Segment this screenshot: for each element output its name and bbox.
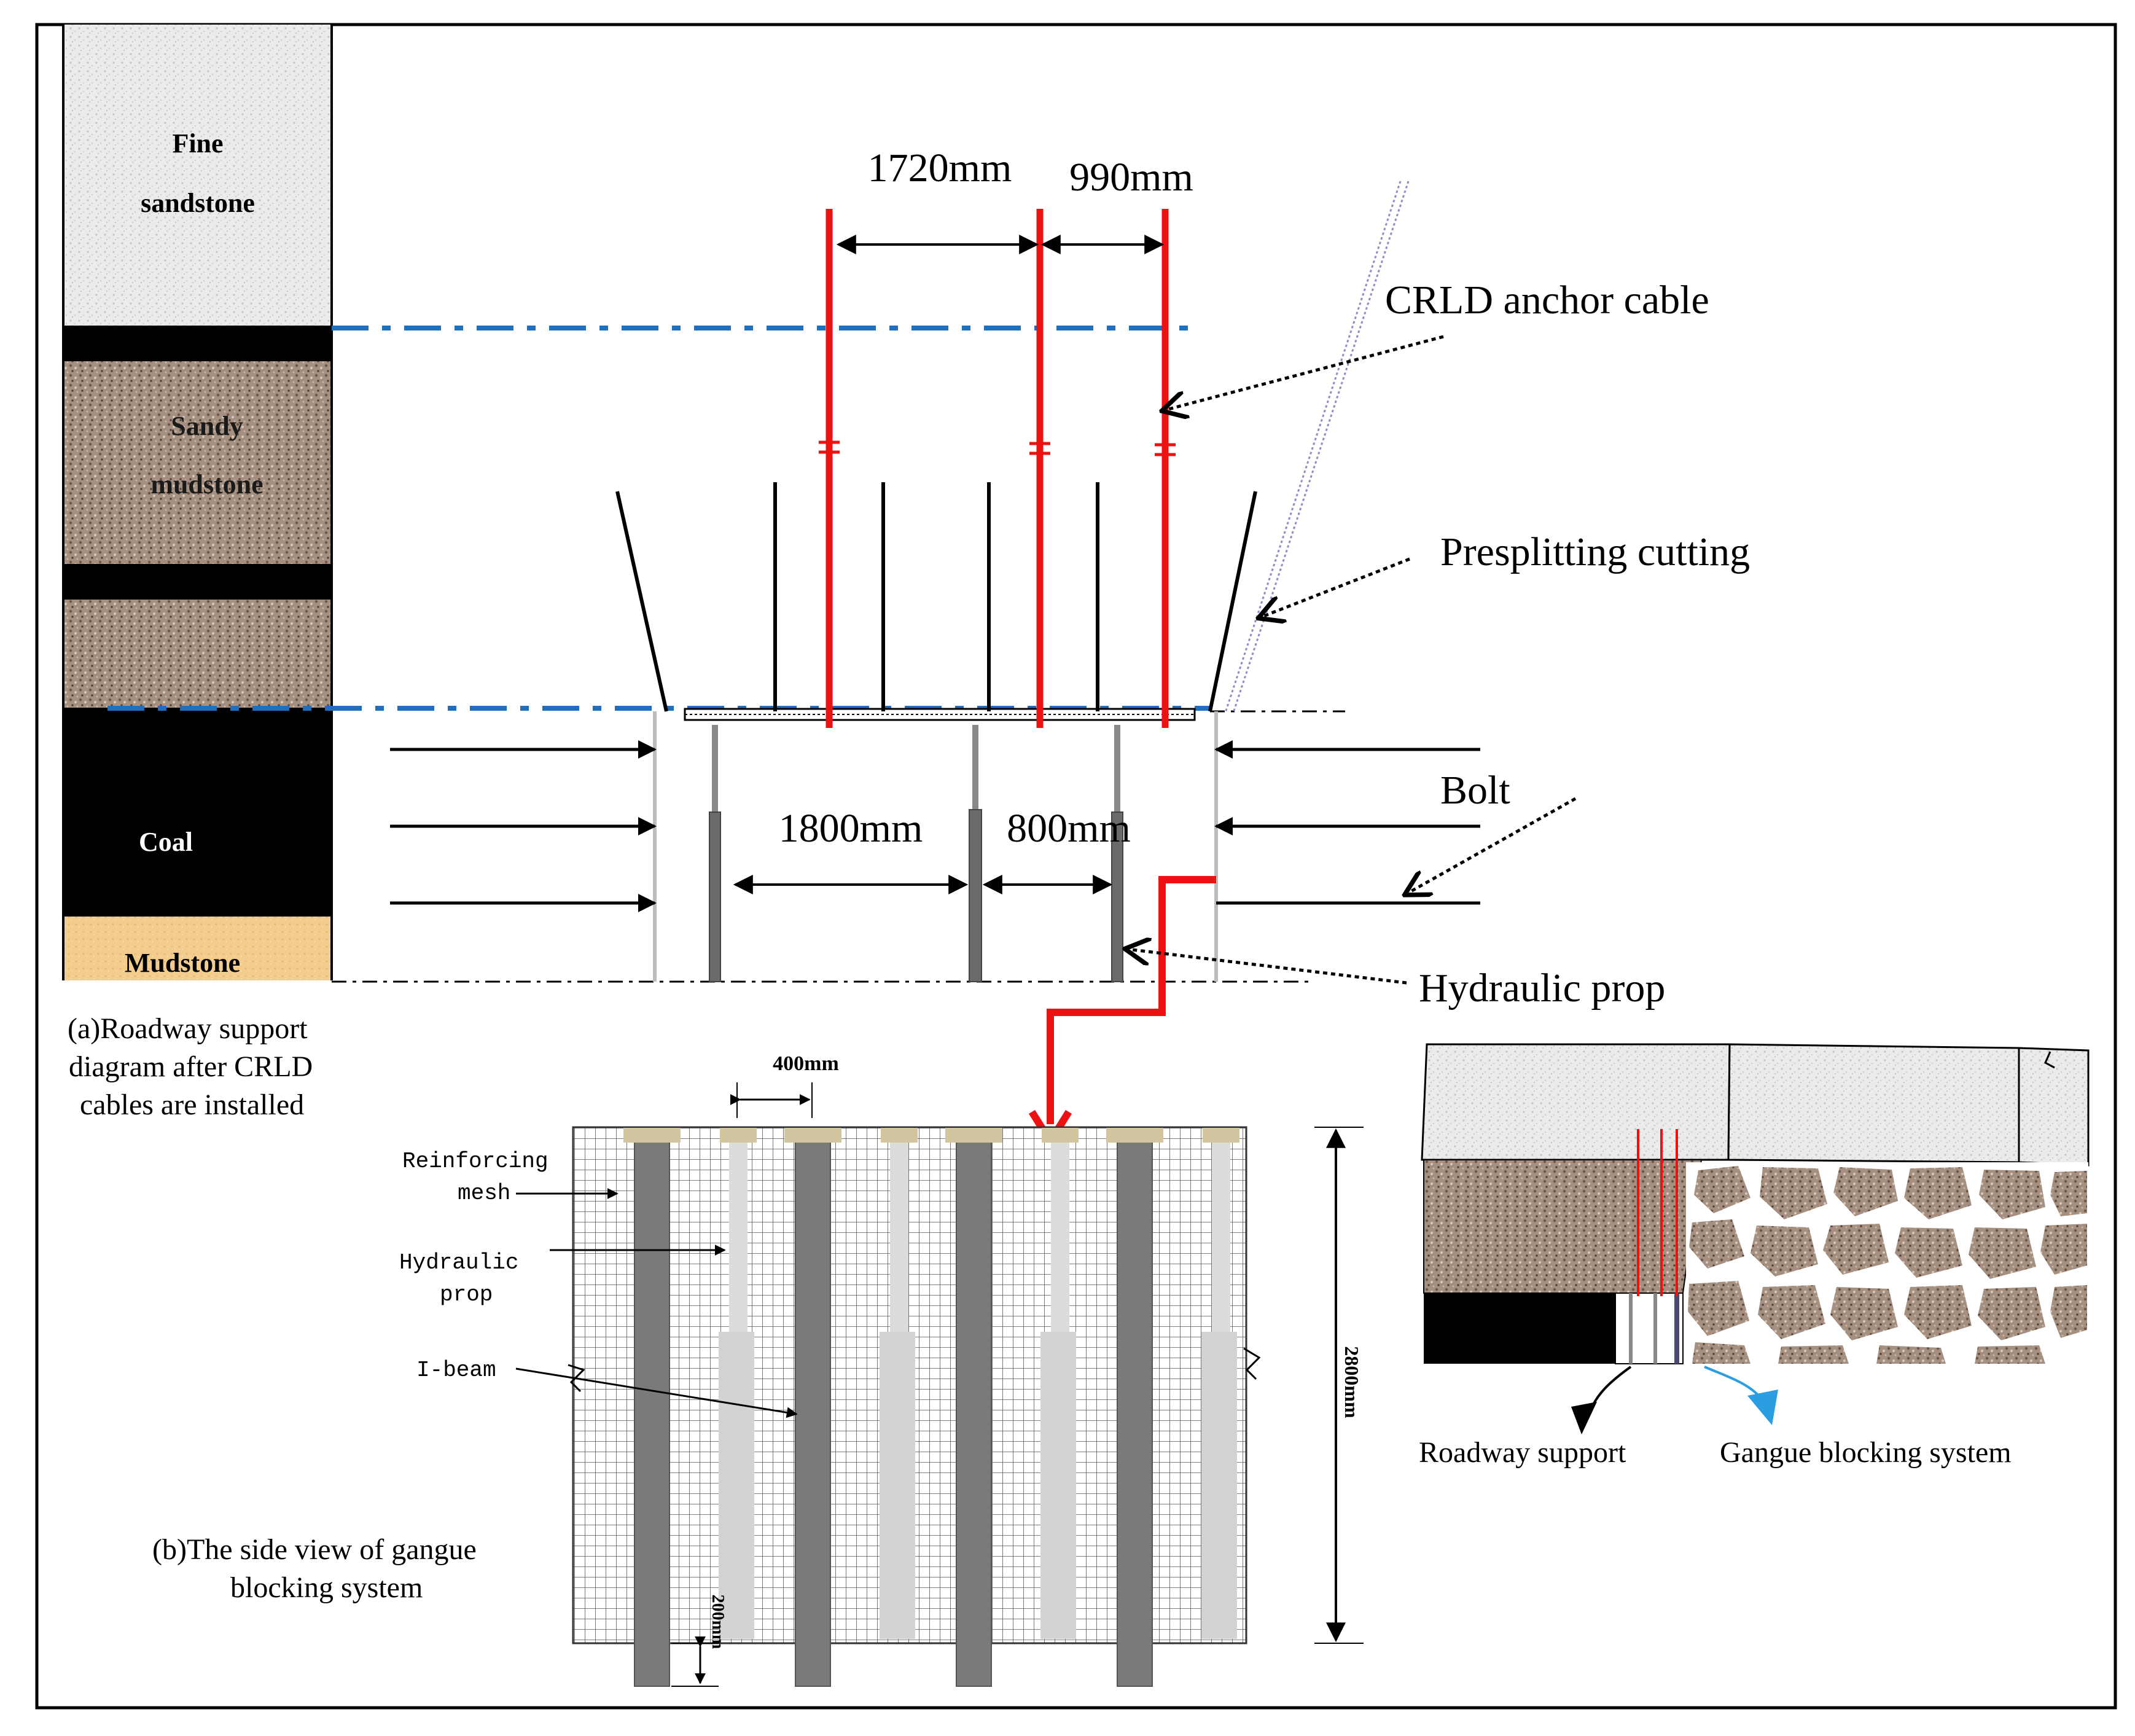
hydraulic-prop-b-3 (1040, 1128, 1079, 1639)
roadway-support-arrow (1590, 1366, 1632, 1410)
caption-a-line-3: cables are installed (80, 1089, 304, 1121)
i-beam-callout-arrow (515, 1367, 798, 1418)
hydraulic-prop-label: Hydraulic prop (1419, 966, 1665, 1011)
i-beam-label: I-beam (416, 1358, 496, 1383)
hydraulic-prop-2 (969, 725, 982, 982)
dim-400-label: 400mm (773, 1052, 839, 1075)
i-beam-3 (945, 1128, 1002, 1687)
hydraulic-prop-b-4 (1201, 1128, 1239, 1639)
coal-seam-thin-1 (63, 326, 332, 361)
roof-bolt-left-angled (615, 491, 668, 712)
gangue-blocking-side-view: 400mm 2800mm 200mm Reinforcing mesh Hydr… (152, 1052, 1364, 1687)
dim-1800-label: 1800mm (779, 806, 923, 851)
caption-b-line-2: blocking system (230, 1571, 423, 1604)
roof-block-1 (1421, 1043, 1731, 1161)
hydraulic-prop-b-1 (719, 1128, 757, 1639)
sandy-mudstone-label-1: Sandy (171, 411, 243, 441)
bolt-label: Bolt (1440, 768, 1510, 813)
roof-bolt-right-angled (1208, 491, 1257, 712)
fine-sandstone-layer (63, 25, 332, 326)
dim-1720-label: 1720mm (868, 146, 1012, 190)
sandy-mudstone-layer-2 (63, 600, 332, 708)
i-beam-4 (1106, 1128, 1163, 1687)
caption-a-line-2: diagram after CRLD (69, 1050, 313, 1083)
gangue-blocking-system-label: Gangue blocking system (1720, 1436, 2012, 1469)
hydraulic-prop-b-label-1: Hydraulic (399, 1250, 518, 1275)
mudstone-label: Mudstone (125, 948, 240, 978)
i-beam-1 (623, 1128, 681, 1687)
presplit-line-b (1232, 181, 1410, 713)
roof-block-3 (2018, 1047, 2090, 1167)
bolt-callout-arrow (1407, 797, 1577, 894)
roadway-support-label: Roadway support (1419, 1436, 1626, 1469)
crld-cable-3 (1155, 209, 1176, 728)
fine-sandstone-label-1: Fine (172, 128, 223, 158)
hydraulic-prop-3 (1111, 725, 1123, 982)
mudstone-layer (63, 917, 332, 980)
caption-b-line-1: (b)The side view of gangue (152, 1533, 477, 1566)
hydraulic-prop-b-2 (880, 1128, 918, 1639)
crld-callout-arrow (1164, 335, 1444, 410)
coal-label: Coal (139, 827, 193, 857)
dim-990-label: 990mm (1069, 155, 1193, 200)
reinforcing-mesh-label-1: Reinforcing (402, 1149, 548, 1174)
fine-sandstone-label-2: sandstone (141, 188, 255, 218)
crld-cable-1 (819, 209, 840, 728)
hydraulic-prop-callout-arrow (1127, 949, 1407, 985)
dim-2800-label: 2800mm (1341, 1346, 1363, 1418)
coal-layer (63, 708, 332, 917)
sandy-mudstone-block (1423, 1159, 1703, 1294)
hydraulic-prop-b-label-2: prop (440, 1282, 493, 1307)
crld-anchor-cable-label: CRLD anchor cable (1385, 278, 1709, 323)
roof-block-2 (1727, 1043, 2020, 1163)
sandy-mudstone-layer (63, 361, 332, 564)
hydraulic-prop-1 (709, 725, 721, 982)
detail-leader-red (1047, 876, 1216, 1124)
sandy-mudstone-label-2: mudstone (150, 469, 263, 499)
presplitting-cutting-label: Presplitting cutting (1440, 530, 1750, 574)
coal-seam-c (1424, 1293, 1615, 1364)
gangue-section-view: Roadway support Gangue blocking system (1419, 1043, 2090, 1469)
strata-column: Fine sandstone Sandy mudstone Coal Mudst… (62, 25, 333, 980)
presplit-line-a (1224, 181, 1402, 713)
dim-200-label: 200mm (708, 1595, 727, 1649)
crld-cable-2 (1029, 209, 1050, 728)
gangue-rubble (1686, 1162, 2088, 1364)
presplit-callout-arrow (1260, 557, 1410, 617)
coal-seam-thin-2 (63, 564, 332, 600)
outer-frame (35, 23, 2117, 1710)
caption-a-line-1: (a)Roadway support (68, 1012, 308, 1045)
roadway-support-box (1615, 1292, 1684, 1364)
reinforcing-mesh-label-2: mesh (458, 1181, 510, 1206)
i-beam-2 (784, 1128, 841, 1687)
dim-800-label: 800mm (1007, 806, 1131, 851)
roadway-section (390, 181, 1480, 1149)
